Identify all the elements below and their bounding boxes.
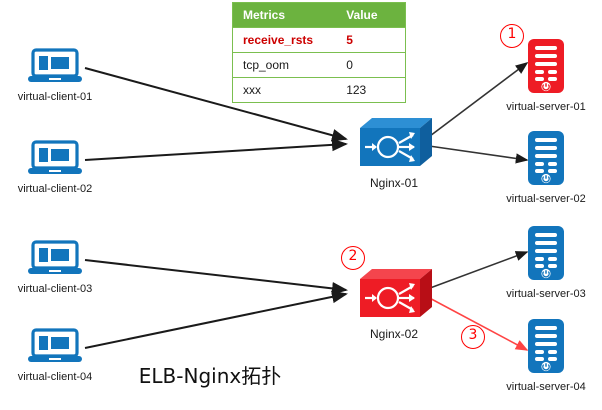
laptop-icon — [26, 48, 84, 89]
node-label: virtual-client-01 — [17, 91, 93, 103]
annotation-badge-3: 3 — [461, 325, 485, 349]
node-virtual-server-03[interactable]: virtual-server-03 — [490, 225, 602, 300]
node-label: virtual-client-03 — [17, 283, 93, 295]
server-icon — [525, 225, 567, 286]
node-label: Nginx-02 — [369, 327, 419, 341]
switch-icon — [352, 265, 436, 326]
metric-name: xxx — [233, 77, 337, 102]
diagram-title: ELB-Nginx拓扑 — [138, 364, 282, 388]
node-nginx-02[interactable]: Nginx-02 — [340, 265, 448, 341]
table-row: receive_rsts 5 — [233, 27, 405, 53]
metric-value: 123 — [336, 77, 405, 102]
laptop-icon — [26, 240, 84, 281]
node-virtual-client-02[interactable]: virtual-client-02 — [0, 140, 115, 195]
node-virtual-server-02[interactable]: virtual-server-02 — [490, 130, 602, 205]
column-header-metrics: Metrics — [233, 3, 337, 28]
metric-name: tcp_oom — [233, 52, 337, 78]
annotation-badge-2: 2 — [341, 246, 365, 270]
laptop-icon — [26, 140, 84, 181]
switch-icon — [352, 114, 436, 175]
table-row: tcp_oom 0 — [233, 52, 405, 78]
server-icon — [525, 318, 567, 379]
annotation-badge-1: 1 — [500, 24, 524, 48]
link-client02-nginx01 — [84, 138, 348, 161]
metric-value: 0 — [336, 52, 405, 78]
metric-name: receive_rsts — [233, 27, 337, 53]
table-header-row: Metrics Value — [233, 3, 405, 28]
node-label: virtual-server-01 — [506, 101, 586, 113]
node-label: virtual-server-03 — [506, 288, 586, 300]
laptop-icon — [26, 328, 84, 369]
node-virtual-server-04[interactable]: virtual-server-04 — [490, 318, 602, 393]
node-virtual-client-03[interactable]: virtual-client-03 — [0, 240, 115, 295]
link-client03-nginx02 — [84, 259, 348, 295]
node-nginx-01[interactable]: Nginx-01 — [340, 114, 448, 190]
metrics-table: Metrics Value receive_rsts 5 tcp_oom 0 x… — [232, 2, 406, 103]
node-label: virtual-client-04 — [17, 371, 93, 383]
column-header-value: Value — [336, 3, 405, 28]
node-label: virtual-client-02 — [17, 183, 93, 195]
server-icon — [525, 38, 567, 99]
link-client04-nginx02 — [84, 290, 348, 349]
node-virtual-client-04[interactable]: virtual-client-04 — [0, 328, 115, 383]
node-label: virtual-server-04 — [506, 381, 586, 393]
node-virtual-server-01[interactable]: virtual-server-01 — [490, 38, 602, 113]
node-virtual-client-01[interactable]: virtual-client-01 — [0, 48, 115, 103]
table-row: xxx 123 — [233, 77, 405, 102]
node-label: Nginx-01 — [369, 176, 419, 190]
server-icon — [525, 130, 567, 191]
metric-value: 5 — [336, 27, 405, 53]
node-label: virtual-server-02 — [506, 193, 586, 205]
